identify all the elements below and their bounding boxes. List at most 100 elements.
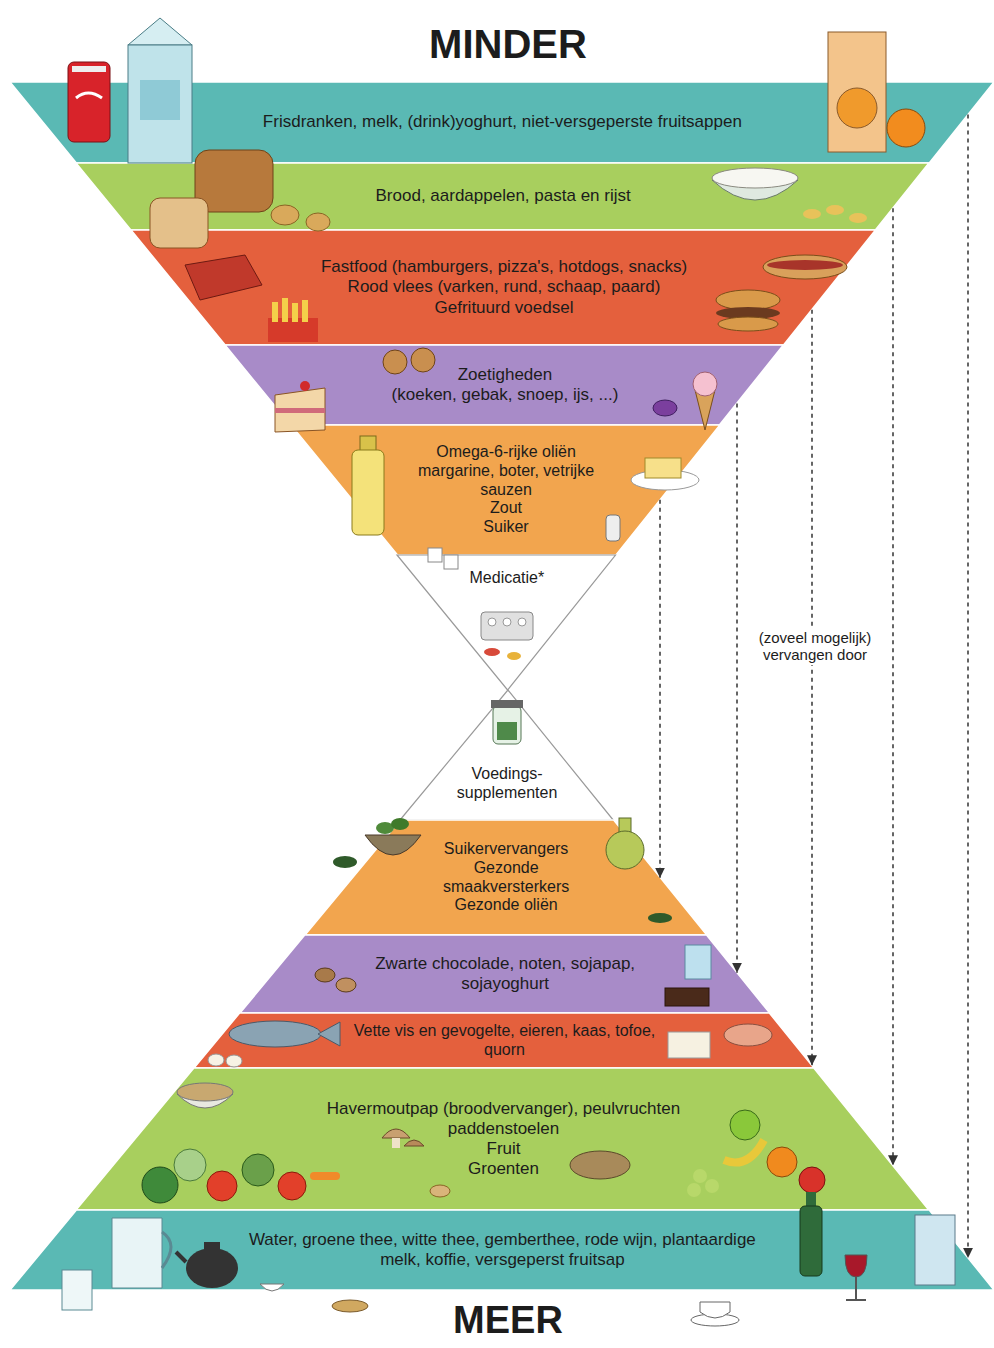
food-band: Havermoutpap (broodvervanger), peulvruch…	[76, 1068, 929, 1210]
band-outline	[400, 690, 613, 820]
band-text: Suikervervangers	[444, 840, 569, 859]
food-band: Vette vis en gevogelte, eieren, kaas, to…	[194, 1013, 814, 1068]
replace-arrow	[736, 404, 738, 973]
oil-bottle	[352, 450, 384, 535]
band-text: Groenten	[468, 1159, 539, 1179]
vegetables	[242, 1154, 274, 1186]
wine-bottle	[800, 1206, 822, 1276]
band-text: Medicatie*	[470, 569, 545, 588]
orange-fruit	[887, 109, 925, 147]
food-band: Frisdranken, melk, (drink)yoghurt, niet-…	[10, 82, 994, 163]
eggs	[208, 1054, 224, 1066]
sugar-cubes	[444, 555, 458, 569]
cake	[275, 388, 325, 432]
pills	[488, 618, 496, 626]
heading-label: MEER	[453, 1300, 563, 1342]
supplement-jar	[493, 706, 521, 744]
hotdog	[763, 255, 847, 279]
glass	[62, 1270, 92, 1310]
band-outline	[76, 163, 929, 230]
fries	[302, 300, 308, 322]
food-band: SuikervervangersGezonde smaakversterkers…	[305, 820, 707, 935]
pills	[507, 652, 521, 660]
pasta	[849, 213, 867, 223]
oat-bowl	[177, 1083, 233, 1101]
ice-cream	[693, 372, 717, 396]
cola-can	[76, 93, 102, 98]
cola-can	[68, 62, 110, 142]
candy	[653, 400, 677, 416]
vegetables	[310, 1172, 340, 1180]
plant-milk-carton	[915, 1215, 955, 1285]
cola-can	[72, 66, 106, 72]
replace-arrow	[811, 310, 813, 1066]
food-band: Brood, aardappelen, pasta en rijst	[76, 163, 929, 230]
band-text-box: Zwarte chocolade, noten, sojapap, sojayo…	[370, 938, 640, 1010]
cola-can	[68, 62, 110, 142]
potato	[430, 1185, 450, 1197]
rice-bowl	[712, 168, 798, 188]
herb-mortar	[333, 856, 357, 868]
burger	[716, 290, 780, 331]
band-text: paddenstoelen	[448, 1119, 560, 1139]
bread	[150, 198, 208, 248]
band-text-box: Voedings- supplementen	[442, 752, 572, 816]
replace-arrow	[659, 500, 661, 878]
nuts	[315, 968, 335, 982]
band-text: Voedings- supplementen	[442, 765, 572, 803]
glass	[62, 1270, 92, 1310]
milk-carton	[140, 80, 180, 120]
oil-carafe	[648, 913, 672, 923]
dark-chocolate	[665, 988, 709, 1006]
potato	[430, 1185, 450, 1197]
pills	[518, 618, 526, 626]
band-text-box: Zoetigheden(koeken, gebak, snoep, ijs, .…	[345, 348, 665, 422]
juice-carton	[828, 32, 886, 152]
band-outline	[240, 935, 770, 1013]
juice-carton	[837, 88, 877, 128]
band-text: Frisdranken, melk, (drink)yoghurt, niet-…	[263, 112, 742, 132]
teapot	[204, 1242, 220, 1250]
vegetables	[174, 1149, 206, 1181]
hotdog	[763, 255, 847, 279]
supplement-jar	[491, 700, 523, 708]
band-text: Zoetigheden	[458, 365, 553, 385]
pills	[481, 612, 533, 640]
pasta	[826, 205, 844, 215]
water-glass	[685, 945, 711, 979]
band-text: Zout	[490, 499, 522, 518]
pasta	[803, 209, 821, 219]
fish	[229, 1021, 321, 1047]
dark-chocolate	[665, 988, 709, 1006]
band-outline	[225, 345, 783, 425]
cookies	[383, 350, 407, 374]
wine-glass	[846, 1299, 866, 1301]
band-text: Rood vlees (varken, rund, schaap, paard)	[348, 277, 661, 297]
neck-triangle: Voedings- supplementen	[400, 690, 613, 820]
tofu	[668, 1032, 710, 1058]
band-outline	[291, 425, 720, 555]
coffee-cup	[700, 1302, 730, 1318]
band-text-box: Water, groene thee, witte thee, gemberth…	[237, 1213, 767, 1287]
candy	[653, 400, 677, 416]
band-outline	[305, 820, 707, 935]
band-text: Fastfood (hamburgers, pizza's, hotdogs, …	[321, 257, 687, 277]
heading-label: MINDER	[429, 22, 587, 66]
pills	[484, 648, 500, 656]
salt-shaker	[606, 515, 620, 541]
cookies	[411, 348, 435, 372]
vegetables	[142, 1167, 178, 1203]
salt-shaker	[606, 515, 620, 541]
milk-carton	[128, 45, 192, 163]
chicken	[724, 1024, 772, 1046]
herb-mortar	[391, 818, 409, 830]
water-glass	[685, 945, 711, 979]
fries	[292, 303, 298, 322]
milk-carton	[128, 18, 192, 45]
band-text: Fruit	[487, 1139, 521, 1159]
supplement-jar	[497, 722, 517, 740]
potatoes	[271, 205, 299, 225]
band-outline	[10, 82, 994, 163]
water-jug	[112, 1218, 171, 1288]
replace-arrow	[892, 208, 894, 1165]
